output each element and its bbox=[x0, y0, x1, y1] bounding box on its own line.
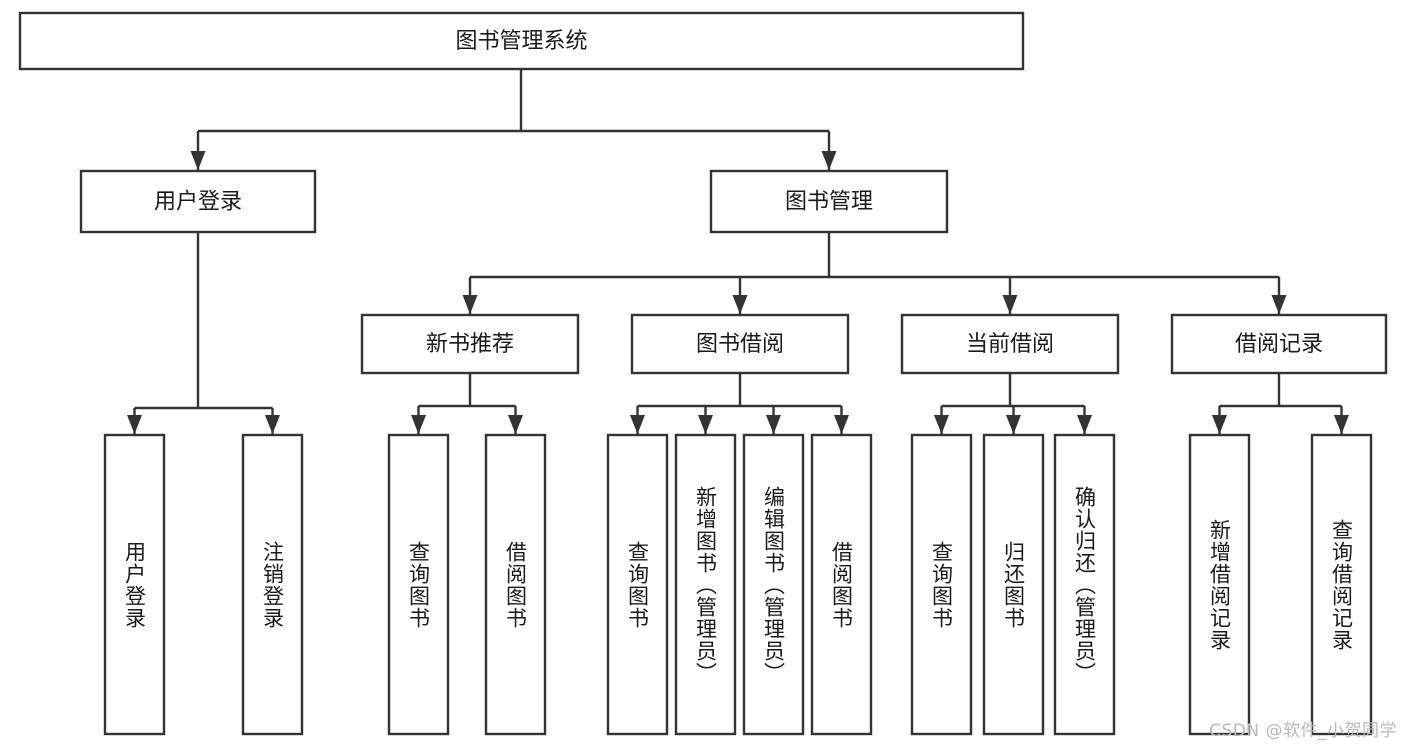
arrow-head-icon bbox=[411, 415, 426, 434]
node-box-current-borrow[interactable] bbox=[900, 313, 1120, 375]
node-box-book-borrow[interactable] bbox=[630, 313, 850, 375]
arrow-head-icon bbox=[265, 415, 280, 434]
arrow-head-icon bbox=[732, 295, 748, 314]
node-box-leaf-confirm-return[interactable] bbox=[1053, 433, 1116, 736]
root-node-label: 图书管理系统 bbox=[455, 29, 587, 54]
node-box-leaf-borrow-book[interactable] bbox=[810, 433, 873, 736]
arrow-head-icon bbox=[1212, 415, 1227, 434]
arrow-head-icon bbox=[1002, 295, 1018, 314]
node-label-book-manage: 图书管理 bbox=[785, 190, 873, 215]
node-box-leaf-borrow-book-rec[interactable] bbox=[484, 433, 547, 736]
node-box-leaf-query-book-bor[interactable] bbox=[606, 433, 669, 736]
arrow-head-icon bbox=[190, 151, 206, 170]
arrow-head-icon bbox=[934, 415, 949, 434]
node-box-leaf-edit-book[interactable] bbox=[742, 433, 805, 736]
csdn-watermark: CSDN @软件_小贺同学 bbox=[1209, 721, 1397, 741]
arrow-head-icon bbox=[698, 415, 713, 434]
arrow-head-icon bbox=[462, 295, 478, 314]
node-label-new-book-recommend: 新书推荐 bbox=[426, 332, 514, 357]
connector-layer bbox=[127, 69, 1349, 434]
arrow-head-icon bbox=[1077, 415, 1092, 434]
node-box-borrow-record[interactable] bbox=[1170, 313, 1388, 375]
node-label-book-borrow: 图书借阅 bbox=[696, 332, 784, 357]
arrow-head-icon bbox=[834, 415, 849, 434]
arrow-head-icon bbox=[1271, 295, 1287, 314]
arrow-head-icon bbox=[1334, 415, 1349, 434]
node-box-leaf-user-logout[interactable] bbox=[241, 433, 304, 736]
node-box-new-book-recommend[interactable] bbox=[360, 313, 580, 375]
arrow-head-icon bbox=[127, 415, 142, 434]
arrow-head-icon bbox=[630, 415, 645, 434]
node-label-user-login: 用户登录 bbox=[154, 190, 242, 215]
box-layer bbox=[18, 11, 1388, 736]
node-label-borrow-record: 借阅记录 bbox=[1235, 332, 1323, 357]
arrow-head-icon bbox=[821, 151, 837, 170]
node-box-leaf-query-book-rec[interactable] bbox=[387, 433, 450, 736]
node-box-leaf-query-book-cur[interactable] bbox=[910, 433, 973, 736]
node-box-leaf-add-record[interactable] bbox=[1188, 433, 1251, 736]
node-box-leaf-return-book[interactable] bbox=[982, 433, 1045, 736]
root-node-box[interactable] bbox=[18, 11, 1025, 71]
arrow-head-icon bbox=[508, 415, 523, 434]
node-box-leaf-query-record[interactable] bbox=[1310, 433, 1373, 736]
arrow-head-icon bbox=[1006, 415, 1021, 434]
node-box-leaf-user-login[interactable] bbox=[103, 433, 166, 736]
node-label-current-borrow: 当前借阅 bbox=[966, 332, 1054, 357]
node-box-user-login[interactable] bbox=[79, 169, 317, 234]
node-box-book-manage[interactable] bbox=[709, 169, 949, 234]
node-box-leaf-add-book[interactable] bbox=[674, 433, 737, 736]
arrow-head-icon bbox=[766, 415, 781, 434]
